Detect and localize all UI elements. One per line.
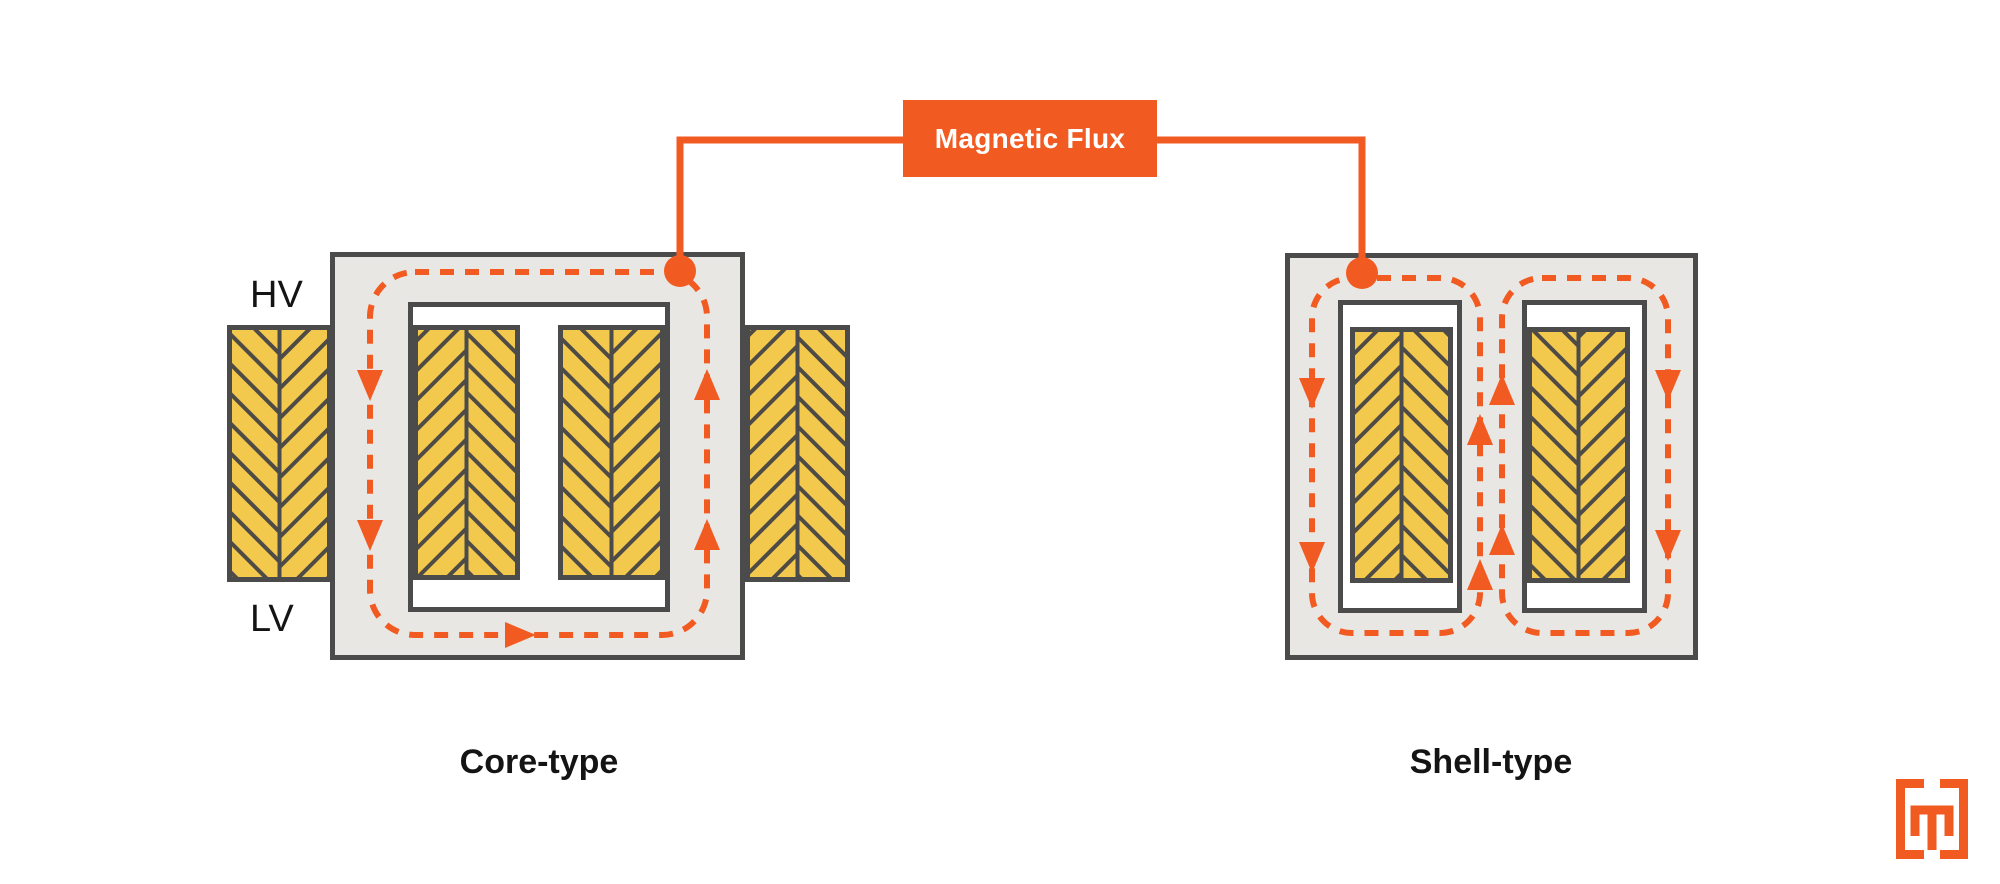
shell-type-caption: Shell-type [1409,743,1573,781]
flux-arrow-right [505,622,536,648]
brand-logo [1896,779,1968,859]
flux-arrow-up [1489,374,1515,405]
flux-arrow-up [694,369,720,400]
logo-left-bracket [1896,779,1924,859]
core-flux-junction-dot [664,255,696,287]
lv-winding-label: LV [250,598,294,640]
core-flux-arrows [357,369,720,648]
flux-arrow-down [357,370,383,401]
shell-flux-loop-left [1309,275,1483,636]
core-type-transformer [227,252,850,660]
shell-flux-loop-right [1499,275,1671,636]
logo-right-bracket [1940,779,1968,859]
hv-winding-label: HV [250,274,303,316]
core-flux-loop [367,269,710,638]
banner-connector-right [1150,136,1366,270]
banner-connector-left [676,136,910,268]
flux-arrow-down [357,520,383,551]
core-coil-outer-right [745,325,850,582]
core-coil-inner-left [413,325,520,580]
flux-arrow-down [1299,542,1325,573]
shell-flux-arrows [1299,370,1681,590]
flux-arrow-up [1467,559,1493,590]
magnetic-flux-banner: Magnetic Flux [903,100,1157,177]
magnetic-flux-banner-text: Magnetic Flux [934,122,1126,154]
core-coil-inner-right [558,325,665,580]
shell-type-transformer [1285,253,1698,660]
flux-arrow-up [1467,414,1493,445]
flux-arrow-down [1655,370,1681,401]
core-type-caption: Core-type [459,743,619,781]
shell-flux-junction-dot [1346,257,1378,289]
core-coil-outer-left [227,325,332,582]
flux-arrow-up [1489,524,1515,555]
shell-coil-left [1350,327,1453,583]
flux-arrow-down [1655,530,1681,561]
shell-coil-right [1527,327,1630,583]
flux-arrow-down [1299,378,1325,409]
flux-arrow-up [694,519,720,550]
